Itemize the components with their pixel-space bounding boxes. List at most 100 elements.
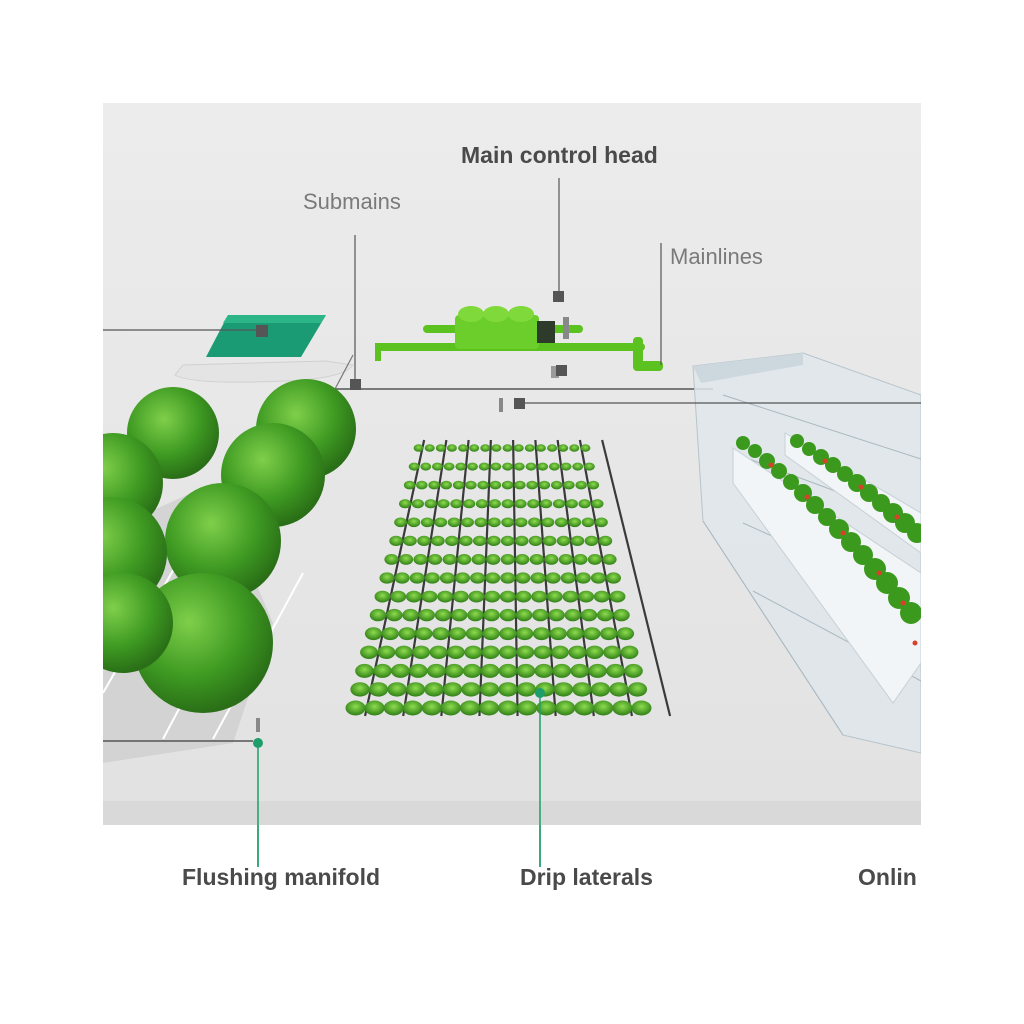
lettuce-plant [465, 627, 483, 641]
lettuce-plant [451, 608, 468, 622]
lettuce-plant [548, 608, 565, 622]
lettuce-plant [606, 572, 621, 584]
lettuce-plant [598, 535, 613, 546]
lettuce-plant [471, 554, 486, 565]
lettuce-plant [606, 663, 625, 678]
lettuce-plant [532, 608, 549, 622]
lettuce-plant [437, 590, 454, 603]
lettuce-plant [443, 462, 455, 471]
lettuce-plant [486, 554, 501, 565]
lettuce-plant [468, 590, 485, 603]
lettuce-plant [424, 499, 437, 509]
lettuce-plant [374, 590, 391, 603]
lettuce-plant [477, 480, 489, 490]
lettuce-plant [616, 627, 635, 641]
lettuce-plant [552, 663, 572, 678]
lettuce-plant [461, 517, 474, 528]
lettuce-plant [408, 462, 420, 471]
lettuce-plant [562, 590, 579, 603]
lettuce-plant [578, 499, 591, 509]
lettuce-plant [420, 462, 432, 471]
lettuce-plant [409, 572, 425, 584]
lettuce-plant [502, 444, 513, 452]
lettuce-plant [445, 535, 459, 546]
lettuce-plant [424, 682, 444, 697]
lettuce-plant [394, 645, 413, 659]
lettuce-plant [428, 480, 440, 490]
lettuce-plant [394, 572, 410, 584]
lettuce-plant [554, 517, 568, 528]
lettuce-plant [409, 663, 428, 678]
lettuce-plant [581, 517, 595, 528]
lettuce-plant [413, 554, 428, 565]
lettuce-plant [415, 627, 433, 641]
label-mainlines: Mainlines [670, 244, 763, 269]
lettuce-plant [501, 480, 514, 490]
lettuce-plant [499, 627, 517, 641]
lettuce-plant [444, 663, 464, 678]
lettuce-plant [489, 480, 502, 490]
lettuce-plant [482, 627, 500, 641]
lettuce-plant [412, 645, 430, 659]
lettuce-plant [417, 535, 431, 546]
lettuce-plant [525, 462, 537, 471]
lettuce-plant [556, 535, 571, 546]
lettuce-plant [459, 700, 480, 716]
lettuce-plant [547, 444, 558, 452]
lettuce-plant [552, 499, 566, 509]
lettuce-plant [514, 535, 529, 546]
lettuce-plant [597, 608, 614, 622]
lettuce-plant [428, 554, 443, 565]
lettuce-plant [513, 444, 524, 452]
lettuce-plant [381, 627, 399, 641]
lettuce-plant [570, 535, 585, 546]
lettuce-plant [490, 462, 502, 471]
lettuce-plant [447, 517, 461, 528]
lettuce-plant [534, 663, 554, 678]
lettuce-plant [432, 462, 443, 471]
lettuce-plant [480, 663, 500, 678]
lettuce-plant [580, 444, 591, 452]
lettuce-plant [532, 627, 551, 641]
lettuce-plant [531, 590, 548, 603]
lettuce-plant [485, 572, 501, 584]
lettuce-plant [560, 462, 572, 471]
lettuce-plant [418, 608, 435, 622]
ground-edge [103, 801, 921, 825]
lettuce-plant [500, 572, 516, 584]
lettuce-plant [387, 682, 407, 697]
lettuce-plant [516, 645, 535, 659]
lettuce-plant [560, 572, 576, 584]
lettuce-plant [514, 499, 527, 509]
lettuce-plant [464, 645, 483, 659]
label-drip-laterals: Drip laterals [520, 864, 653, 890]
irrigation-system-diagram: Submains Main control head Mainlines [103, 103, 921, 825]
lettuce-plant [514, 480, 526, 490]
lettuce-plant [442, 682, 463, 697]
lettuce-plant [440, 700, 461, 716]
label-main-control-head: Main control head [461, 142, 658, 168]
lettuce-plant [558, 444, 569, 452]
lettuce-plant [590, 682, 611, 697]
lettuce-plant [350, 682, 370, 697]
lettuce-plant [402, 608, 419, 622]
lettuce-plant [455, 572, 470, 584]
lettuce-plant [580, 608, 598, 622]
lettuce-plant [435, 444, 446, 452]
lettuce-plant [609, 590, 626, 603]
lettuce-plant [498, 663, 518, 678]
lettuce-plant [624, 663, 643, 678]
lettuce-plant [501, 517, 515, 528]
lettuce-plant [568, 645, 587, 659]
lettuce-plant [398, 627, 416, 641]
lettuce-plant [465, 480, 477, 490]
diagram-artwork [103, 103, 921, 825]
lettuce-plant [593, 700, 614, 716]
lettuce-plant [570, 663, 589, 678]
lettuce-plant [434, 608, 452, 622]
lettuce-plant [515, 554, 530, 565]
lettuce-plant [541, 517, 555, 528]
lettuce-plant [487, 535, 501, 546]
lettuce-plant [442, 554, 457, 565]
greenhouse-plants [736, 434, 921, 646]
